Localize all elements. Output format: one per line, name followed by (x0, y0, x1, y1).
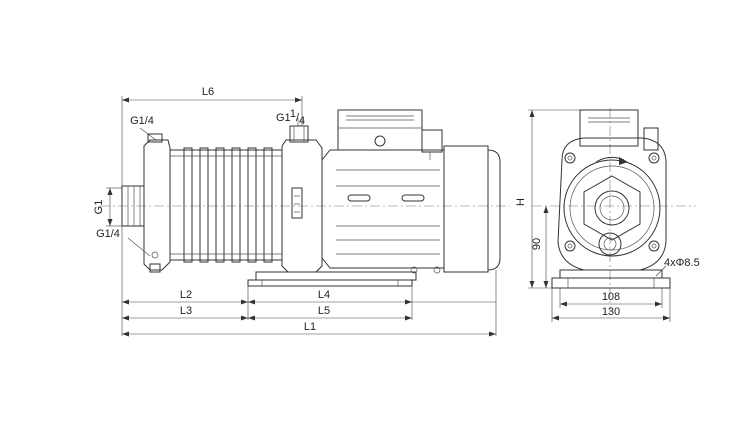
label-H: H (515, 198, 527, 206)
bolt-hole-leader (655, 265, 667, 277)
dim-108-130 (551, 288, 671, 322)
end-base (551, 269, 671, 289)
label-G1-1/4: G11/4 (276, 108, 305, 127)
side-view: L6 G1/4 G11/4 G1 G1/4 L2 L4 L3 L5 L1 (93, 86, 510, 337)
dim-L3-L5 (122, 315, 412, 321)
end-view: H 90 108 130 4xΦ8.5 (515, 108, 700, 322)
label-L4: L4 (318, 289, 330, 301)
g14-top-leader (139, 127, 157, 141)
label-L6: L6 (202, 86, 214, 98)
label-L1: L1 (304, 321, 316, 333)
label-90: 90 (531, 238, 543, 250)
motor (321, 109, 501, 274)
label-108: 108 (602, 291, 620, 303)
rotation-arrow-icon (595, 156, 628, 165)
end-terminal-box (579, 109, 659, 151)
dim-90 (543, 206, 549, 288)
dim-L1 (122, 331, 496, 337)
label-bolt-holes: 4xΦ8.5 (664, 257, 700, 269)
label-G1: G1 (93, 200, 105, 215)
discharge-head (281, 125, 323, 273)
dim-L2-L4 (121, 226, 497, 336)
base-plate (247, 271, 417, 287)
label-L3: L3 (180, 305, 192, 317)
end-hex-port (583, 175, 641, 241)
label-L5: L5 (318, 305, 330, 317)
dim-H (528, 109, 580, 289)
dim-L6 (121, 96, 303, 186)
end-housing (557, 137, 667, 271)
dim-G1 (106, 187, 122, 227)
stage-bodies (169, 147, 283, 263)
end-lower-port (598, 232, 622, 256)
inlet-flange (121, 133, 171, 273)
g14-bottom-leader (127, 237, 151, 257)
label-G1/4-top: G1/4 (130, 115, 154, 127)
end-bolts (564, 152, 660, 252)
label-L2: L2 (180, 289, 192, 301)
label-G1/4-bottom: G1/4 (96, 228, 120, 240)
end-body-ring (563, 159, 661, 257)
label-130: 130 (602, 306, 620, 318)
